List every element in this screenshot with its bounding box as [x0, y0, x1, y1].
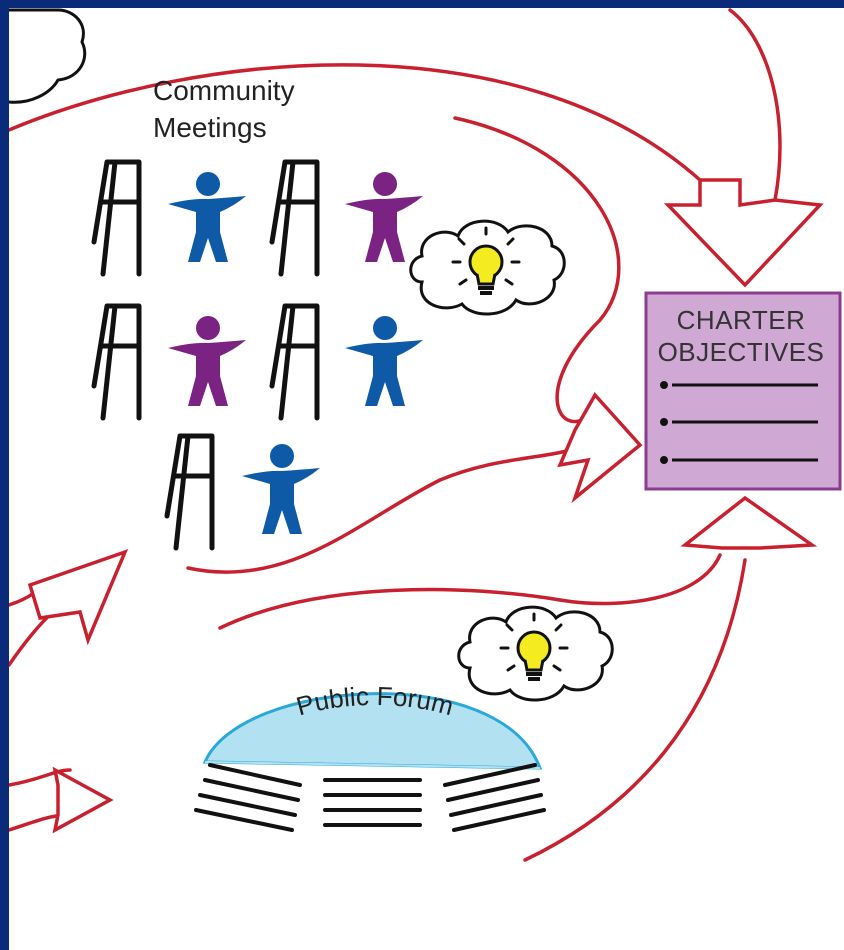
thought-cloud-icon [9, 8, 87, 104]
community-meetings-label: Community Meetings [153, 72, 295, 146]
charter-bullets [660, 381, 818, 464]
easel-icon [272, 162, 317, 274]
diagram-svg: Public Forum [9, 8, 842, 862]
diagram-canvas: Public Forum Community Meetings CHARTER … [9, 8, 844, 950]
community-label-line2: Meetings [153, 112, 267, 143]
charter-objectives-box [644, 291, 842, 491]
easel-icon [167, 436, 212, 548]
person-icon [345, 172, 423, 262]
lightbulb-cloud-icon [408, 219, 567, 317]
easel-icon [94, 162, 139, 274]
forum-seating [194, 763, 546, 832]
charter-title-line1: CHARTER [676, 305, 806, 335]
community-label-line1: Community [153, 75, 295, 106]
arrow-heads [27, 178, 824, 834]
charter-objectives-title: CHARTER OBJECTIVES [646, 304, 836, 368]
public-forum: Public Forum [194, 681, 546, 832]
arrow-lines [9, 8, 782, 862]
easel-icon [272, 306, 317, 418]
charter-title-line2: OBJECTIVES [657, 337, 825, 367]
easel-icon [94, 306, 139, 418]
person-icon [168, 172, 246, 262]
person-icon [168, 316, 246, 406]
person-icon [345, 316, 423, 406]
person-icon [242, 444, 320, 534]
lightbulb-cloud-icon [456, 605, 615, 703]
